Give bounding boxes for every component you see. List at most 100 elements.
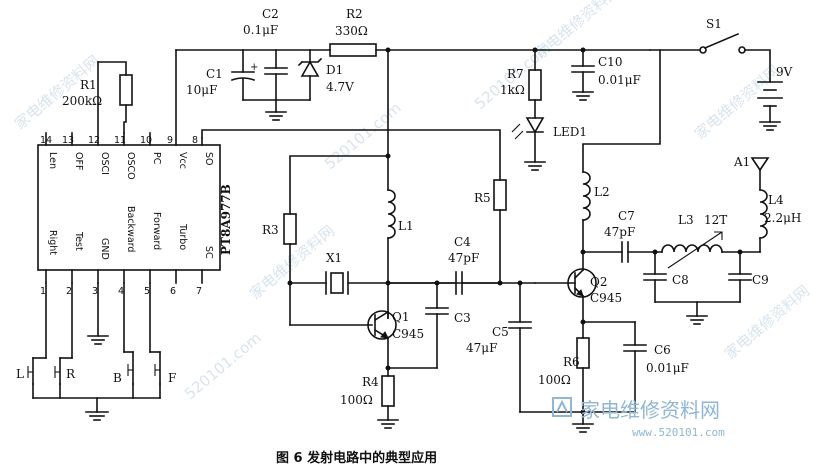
svg-text:+: + xyxy=(250,62,258,73)
pin-label: Right xyxy=(47,230,58,255)
d1-zener: D1 4.7V xyxy=(297,49,354,101)
s1-ref: S1 xyxy=(706,17,722,31)
pin-number: 5 xyxy=(144,286,150,297)
l4-ref: L4 xyxy=(768,193,784,207)
switch-b-label: B xyxy=(113,371,122,385)
pin-number: 3 xyxy=(92,286,98,297)
c9-capacitor: C9 xyxy=(728,251,769,303)
logo-url: www.520101.com xyxy=(632,426,725,439)
c2-capacitor: C2 0.1μF xyxy=(243,7,288,101)
l3-ref: L3 xyxy=(678,213,694,227)
c8-capacitor: C8 xyxy=(643,251,689,303)
pin-number: 7 xyxy=(196,286,202,297)
d1-ref: D1 xyxy=(326,63,343,77)
ic-name: PT8A977B xyxy=(219,184,233,255)
switch-r-label: R xyxy=(66,367,76,381)
r6-resistor: R6 100Ω xyxy=(538,321,636,413)
pin-label: SO xyxy=(203,152,214,166)
supply-ground xyxy=(242,99,311,121)
q1-ref: Q1 xyxy=(392,310,409,324)
c7-value: 47pF xyxy=(604,225,635,239)
pin-number: 13 xyxy=(62,135,74,146)
pin-label: Test xyxy=(73,231,84,251)
c7-ref: C7 xyxy=(618,209,635,223)
q2-value: C945 xyxy=(590,291,622,305)
watermark-layer: 家电维修资料网 520101.com 520101.com 家电维修资料网 家电… xyxy=(11,0,813,403)
l3-value: 12T xyxy=(704,213,727,227)
c4-ref: C4 xyxy=(454,235,471,249)
pin-number: 6 xyxy=(170,286,176,297)
ic-pt8a977b: PT8A977B 14 13 12 11 10 9 8 Len OFF OSCI… xyxy=(37,49,233,297)
c1-value: 10μF xyxy=(186,83,217,97)
switch-ground-bus xyxy=(32,397,161,421)
pin-label: OFF xyxy=(73,152,84,170)
pin-label: Forward xyxy=(151,212,162,250)
c10-value: 0.01μF xyxy=(598,73,641,87)
r6-ref: R6 xyxy=(563,355,580,369)
q2-collector-supply xyxy=(582,49,661,173)
switch-f-label: F xyxy=(168,371,176,385)
ic-bottom-labels: Right Test GND Backward Forward Turbo SC xyxy=(47,206,214,260)
r7-ref: R7 xyxy=(507,67,524,81)
figure-caption: 图 6 发射电路中的典型应用 xyxy=(276,450,437,466)
pin-label: SC xyxy=(203,246,214,259)
junction-dots xyxy=(287,47,743,415)
r2-resistor: R2 330Ω xyxy=(329,7,377,57)
c4-capacitor: C4 47pF xyxy=(387,235,501,295)
watermark-text: 520101.com xyxy=(321,99,405,173)
r7-led1-branch: R7 1kΩ LED1 xyxy=(500,49,587,171)
x1-ref: X1 xyxy=(326,251,342,265)
pin-label: OSCI xyxy=(99,152,110,175)
pin-label: PC xyxy=(151,152,162,165)
r6-value: 100Ω xyxy=(538,373,571,387)
c5-capacitor: C5 47μF xyxy=(466,282,636,433)
pin-label: Len xyxy=(47,152,58,169)
watermark-text: 家电维修资料网 xyxy=(531,0,623,63)
pin-label: Turbo xyxy=(177,223,188,250)
c7-capacitor: C7 47pF xyxy=(582,209,663,263)
pin-label: Vcc xyxy=(177,152,188,169)
switches-b-f: B F xyxy=(113,282,176,399)
l4-value: 2.2μH xyxy=(764,211,801,225)
c2-ref: C2 xyxy=(262,7,279,21)
r5-ref: R5 xyxy=(474,191,491,205)
l3-variable-inductor: L3 12T xyxy=(661,213,761,269)
c1-capacitor: + C1 10μF xyxy=(186,49,258,101)
switch-l-label: L xyxy=(16,367,24,381)
battery-9v: 9V xyxy=(757,65,793,131)
battery-value: 9V xyxy=(776,65,793,79)
pin-number: 10 xyxy=(140,135,152,146)
c3-capacitor: C3 xyxy=(387,282,471,369)
c10-ref: C10 xyxy=(598,55,622,69)
q2-ref: Q2 xyxy=(590,275,607,289)
ic-gnd-ground xyxy=(87,282,109,345)
q1-value: C945 xyxy=(392,327,424,341)
l1-ref: L1 xyxy=(398,219,414,233)
s1-switch: S1 xyxy=(699,17,771,83)
r2-value: 330Ω xyxy=(335,24,368,38)
watermark-text: 家电维修资料网 xyxy=(246,222,338,303)
r1-value: 200kΩ xyxy=(62,94,102,108)
pin-label: OSCO xyxy=(125,152,136,180)
watermark-text: 家电维修资料网 xyxy=(11,52,103,133)
r4-resistor: R4 100Ω xyxy=(340,367,399,429)
r1-resistor: R1 200kΩ xyxy=(62,61,133,134)
ic-bottom-pins: 1 2 3 4 5 6 7 xyxy=(40,269,203,297)
site-logo-watermark: 家电维修资料网 www.520101.com xyxy=(552,397,725,439)
r5-resistor: R5 xyxy=(474,179,507,284)
pin-number: 1 xyxy=(40,286,46,297)
ic-top-labels: Len OFF OSCI OSCO PC Vcc SO xyxy=(47,152,214,180)
tank-ground xyxy=(654,301,741,325)
pin-label: Backward xyxy=(125,206,136,252)
c9-ref: C9 xyxy=(752,273,769,287)
antenna-a1: A1 xyxy=(733,155,770,172)
q2-transistor: Q2 C945 xyxy=(534,251,622,323)
r3-ref: R3 xyxy=(262,223,279,237)
c2-value: 0.1μF xyxy=(243,23,278,37)
c4-value: 47pF xyxy=(448,251,479,265)
pin-number: 2 xyxy=(66,286,72,297)
c8-ref: C8 xyxy=(672,273,689,287)
l2-ref: L2 xyxy=(594,185,610,199)
